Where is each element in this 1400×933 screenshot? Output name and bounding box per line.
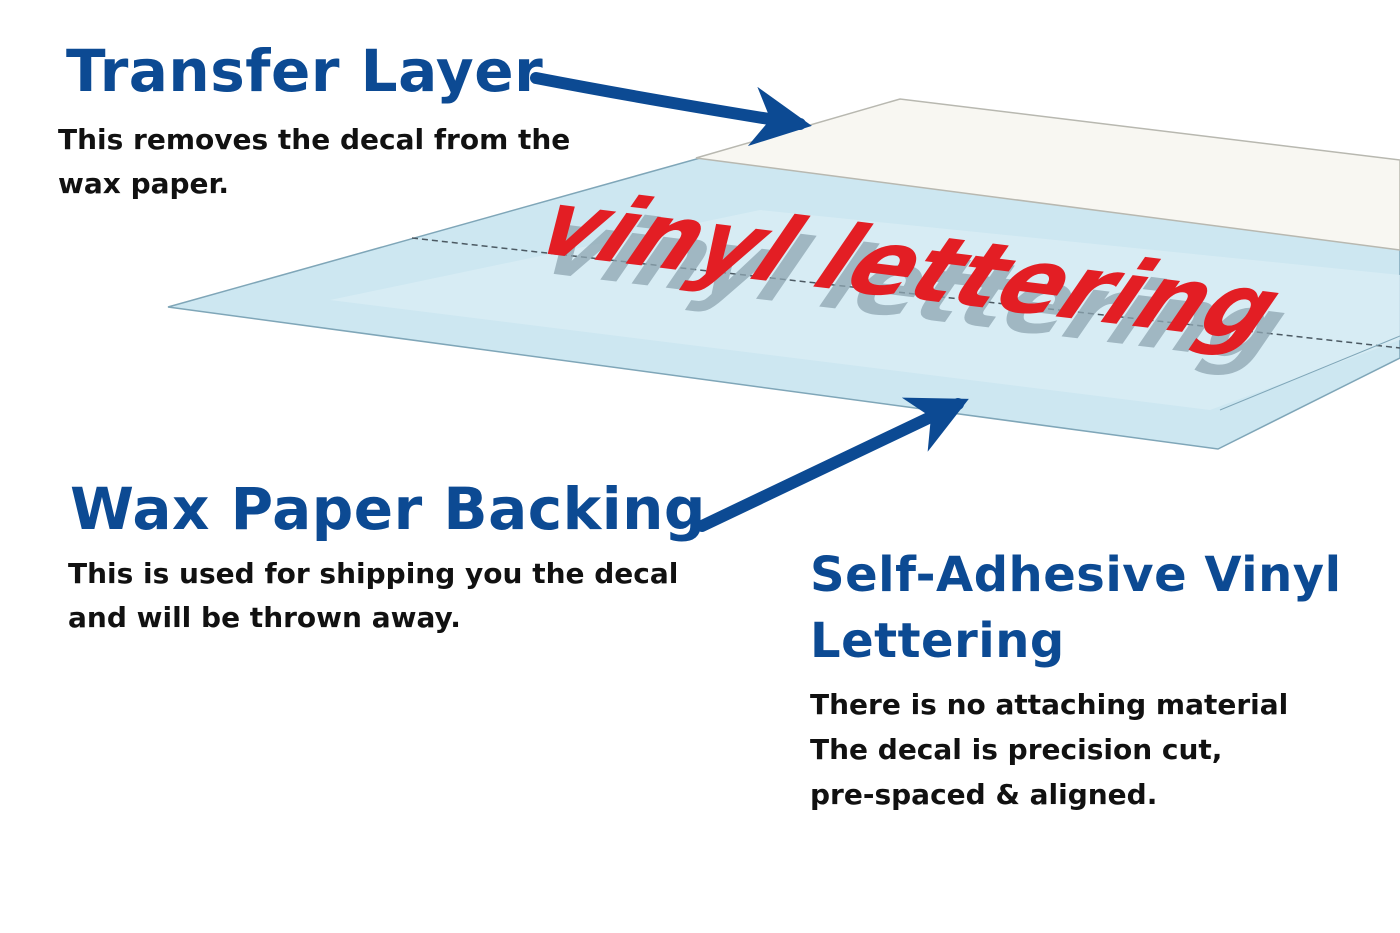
transfer-layer-heading: Transfer Layer xyxy=(66,37,544,105)
vinyl-lettering-heading: Self-Adhesive Vinyl Lettering xyxy=(810,542,1342,674)
heading-line: Lettering xyxy=(810,613,1065,669)
wax-paper-description: This is used for shipping you the decal … xyxy=(68,552,678,640)
transfer-region xyxy=(330,210,1400,410)
wax-paper-heading: Wax Paper Backing xyxy=(70,475,706,543)
description-line: The decal is precision cut, xyxy=(810,733,1223,766)
cut-line xyxy=(411,237,1400,349)
transfer-layer-sheet xyxy=(695,98,1400,251)
description-line: pre-spaced & aligned. xyxy=(810,778,1158,811)
description-line: There is no attaching material xyxy=(810,688,1289,721)
heading-line: Self-Adhesive Vinyl xyxy=(810,547,1342,603)
vinyl-lettering-description: There is no attaching material The decal… xyxy=(810,682,1288,817)
arrow-to-transfer-layer xyxy=(530,72,812,147)
description-line: wax paper. xyxy=(58,167,229,200)
transfer-layer-description: This removes the decal from the wax pape… xyxy=(58,118,570,206)
description-line: This removes the decal from the xyxy=(58,123,571,156)
arrow-to-wax-paper xyxy=(696,397,969,532)
description-line: and will be thrown away. xyxy=(68,601,461,634)
description-line: This is used for shipping you the decal xyxy=(68,557,679,590)
sheet-edge-line xyxy=(1219,335,1400,411)
